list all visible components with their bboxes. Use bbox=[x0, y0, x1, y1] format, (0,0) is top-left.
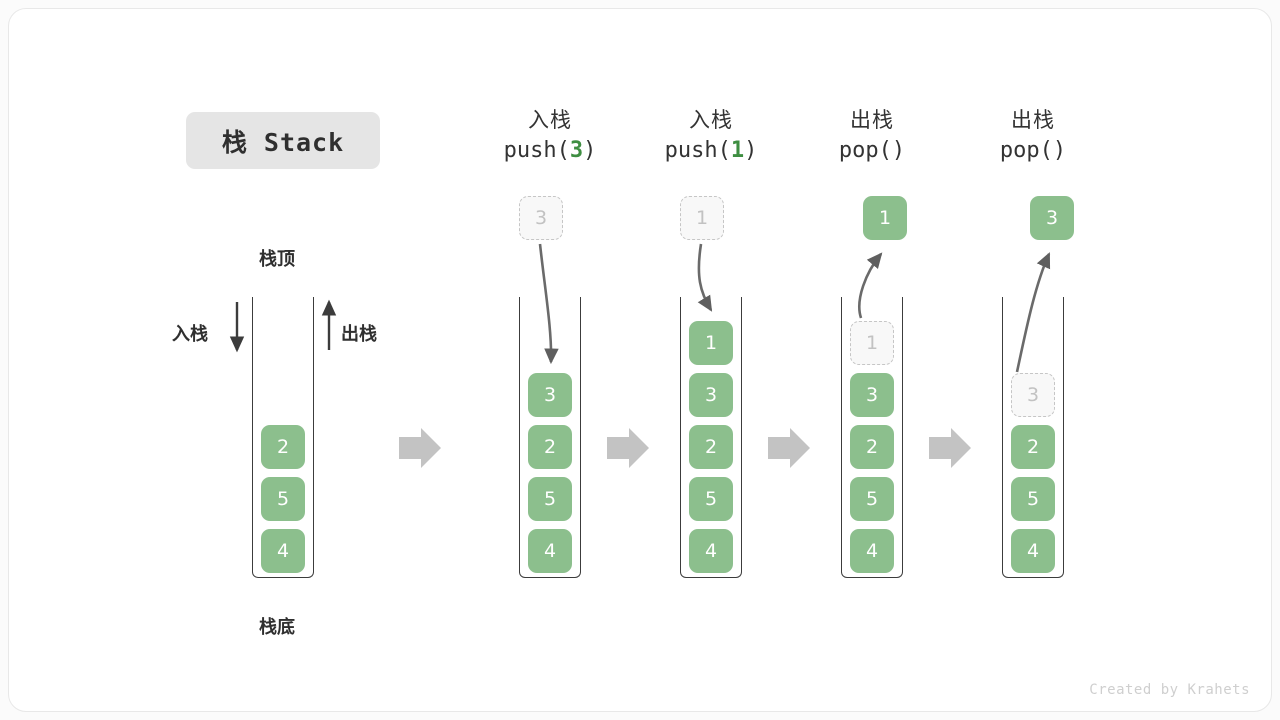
step-op-label: 入栈 bbox=[689, 108, 733, 132]
stack-element: 2 bbox=[1011, 425, 1055, 469]
stack-element: 5 bbox=[261, 477, 305, 521]
title-badge: 栈 Stack bbox=[186, 112, 380, 169]
stack-element: 3 bbox=[689, 373, 733, 417]
step-header-2: 入栈 push(1) bbox=[636, 105, 786, 167]
stack-element: 2 bbox=[850, 425, 894, 469]
step-op-code: pop() bbox=[838, 138, 906, 163]
floating-box: 1 bbox=[863, 196, 907, 240]
stack-element: 4 bbox=[528, 529, 572, 573]
stack-element: 5 bbox=[528, 477, 572, 521]
floating-box: 1 bbox=[680, 196, 724, 240]
step-header-4: 出栈 pop() bbox=[958, 105, 1108, 167]
label-stack-bottom: 栈底 bbox=[259, 617, 295, 638]
stack-element: 4 bbox=[850, 529, 894, 573]
stack-element: 3 bbox=[850, 373, 894, 417]
stack-element: 4 bbox=[689, 529, 733, 573]
step-op-label: 出栈 bbox=[1011, 108, 1055, 132]
floating-box: 3 bbox=[1030, 196, 1074, 240]
stack-element: 5 bbox=[1011, 477, 1055, 521]
credit-text: Created by Krahets bbox=[1089, 682, 1250, 698]
step-op-label: 出栈 bbox=[850, 108, 894, 132]
stack-container-3 bbox=[841, 297, 903, 578]
stack-container-2 bbox=[680, 297, 742, 578]
stack-container-1 bbox=[519, 297, 581, 578]
label-push-side: 入栈 bbox=[172, 324, 208, 345]
stack-element: 2 bbox=[689, 425, 733, 469]
stack-element: 2 bbox=[528, 425, 572, 469]
label-stack-top: 栈顶 bbox=[259, 249, 295, 270]
stack-element: 4 bbox=[261, 529, 305, 573]
step-header-1: 入栈 push(3) bbox=[475, 105, 625, 167]
stack-element: 4 bbox=[1011, 529, 1055, 573]
step-op-code: push(3) bbox=[503, 138, 597, 163]
floating-box: 3 bbox=[519, 196, 563, 240]
step-op-code: pop() bbox=[999, 138, 1067, 163]
step-op-label: 入栈 bbox=[528, 108, 572, 132]
stack-element: 5 bbox=[850, 477, 894, 521]
stack-element-removed: 1 bbox=[850, 321, 894, 365]
stack-container-initial bbox=[252, 297, 314, 578]
stack-container-4 bbox=[1002, 297, 1064, 578]
step-header-3: 出栈 pop() bbox=[797, 105, 947, 167]
stack-element: 5 bbox=[689, 477, 733, 521]
stack-element: 1 bbox=[689, 321, 733, 365]
stack-element: 2 bbox=[261, 425, 305, 469]
stack-element: 3 bbox=[528, 373, 572, 417]
stack-element-removed: 3 bbox=[1011, 373, 1055, 417]
label-pop-side: 出栈 bbox=[341, 324, 377, 345]
step-op-code: push(1) bbox=[664, 138, 758, 163]
